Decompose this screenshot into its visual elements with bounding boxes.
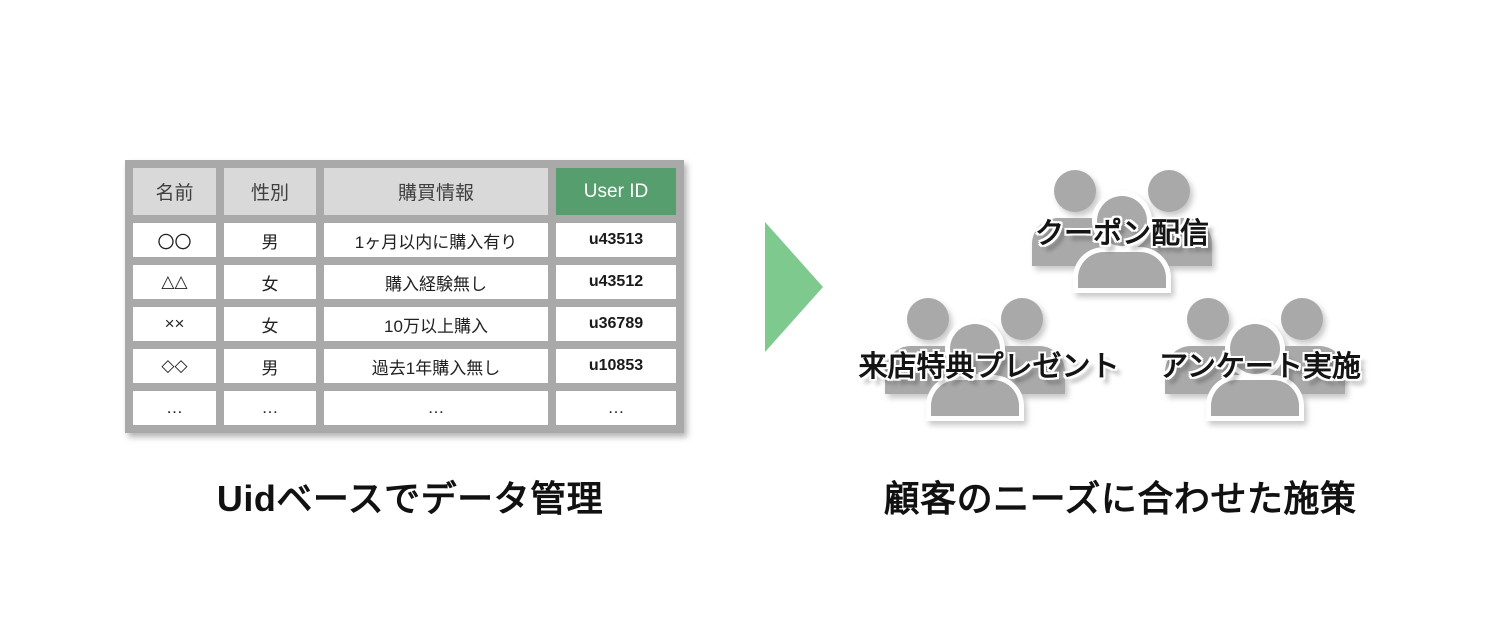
table-header-userid: User ID (556, 168, 676, 215)
cell-purchase-info: 過去1年購入無し (324, 349, 548, 383)
table-header-purchase-info: 購買情報 (324, 168, 548, 215)
cell-purchase-info: 購入経験無し (324, 265, 548, 299)
arrow-right-icon (765, 222, 823, 352)
table-row: △△ 女 購入経験無し u43512 (133, 265, 676, 299)
group-label: クーポン配信 (1034, 218, 1210, 250)
table-row-ellipsis: … … … … (133, 391, 676, 425)
cell-gender: 男 (224, 223, 316, 257)
cell-gender: 男 (224, 349, 316, 383)
cell-gender: 女 (224, 265, 316, 299)
people-group-icon (885, 296, 1065, 416)
cell-name: ×× (133, 307, 216, 341)
people-group-icon (1032, 168, 1212, 288)
left-caption: Uidベースでデータ管理 (216, 478, 604, 519)
group-survey: アンケート実施 (1159, 296, 1361, 416)
cell-ellipsis: … (133, 391, 216, 425)
cell-userid: u10853 (556, 349, 676, 383)
cell-userid: u36789 (556, 307, 676, 341)
cell-userid: u43512 (556, 265, 676, 299)
cell-name: △△ (133, 265, 216, 299)
cell-ellipsis: … (324, 391, 548, 425)
group-coupon: クーポン配信 (1032, 168, 1212, 288)
group-label: 来店特典プレゼント (858, 351, 1120, 383)
table-header-row: 名前 性別 購買情報 User ID (133, 168, 676, 215)
user-data-table: 名前 性別 購買情報 User ID 〇〇 男 1ヶ月以内に購入有り u4351… (125, 160, 684, 433)
people-group-icon (1165, 296, 1345, 416)
cell-ellipsis: … (224, 391, 316, 425)
cell-ellipsis: … (556, 391, 676, 425)
table-row: ×× 女 10万以上購入 u36789 (133, 307, 676, 341)
group-store-bonus: 来店特典プレゼント (858, 296, 1120, 416)
cell-purchase-info: 1ヶ月以内に購入有り (324, 223, 548, 257)
cell-name: 〇〇 (133, 223, 216, 257)
cell-userid: u43513 (556, 223, 676, 257)
table-row: 〇〇 男 1ヶ月以内に購入有り u43513 (133, 223, 676, 257)
cell-name: ◇◇ (133, 349, 216, 383)
table-header-gender: 性別 (224, 168, 316, 215)
group-label: アンケート実施 (1159, 351, 1361, 383)
cell-gender: 女 (224, 307, 316, 341)
cell-purchase-info: 10万以上購入 (324, 307, 548, 341)
table-header-name: 名前 (133, 168, 216, 215)
table-row: ◇◇ 男 過去1年購入無し u10853 (133, 349, 676, 383)
right-caption: 顧客のニーズに合わせた施策 (883, 478, 1357, 519)
